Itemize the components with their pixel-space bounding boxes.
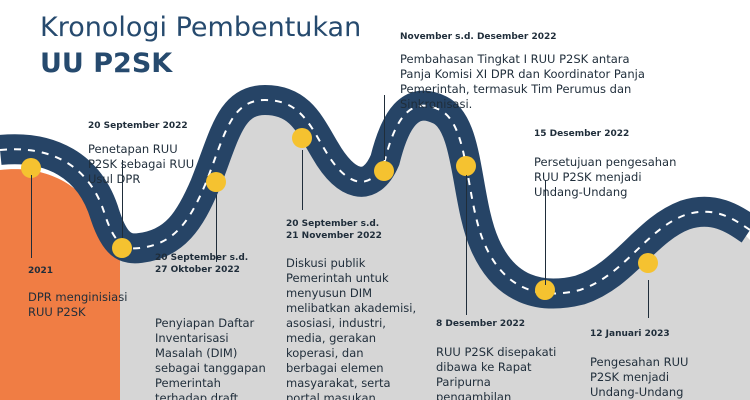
marker-pin-line — [301, 150, 303, 210]
timeline-marker — [374, 161, 394, 181]
event-date: 15 Desember 2022 — [534, 129, 630, 139]
timeline-marker — [535, 280, 555, 300]
ground-area — [120, 107, 750, 400]
timeline-marker — [638, 253, 658, 273]
page-subtitle: UU P2SK — [40, 48, 173, 79]
event-date: 8 Desember 2022 — [436, 319, 525, 329]
event-date: 20 September s.d.21 November 2022 — [286, 219, 382, 241]
timeline-marker — [206, 172, 226, 192]
timeline-marker — [456, 156, 476, 176]
timeline-marker — [292, 128, 312, 148]
page-title: Kronologi Pembentukan — [40, 12, 362, 43]
event-date: November s.d. Desember 2022 — [400, 32, 557, 42]
marker-pin-line — [30, 175, 32, 258]
event-date: 2021 — [28, 266, 54, 276]
marker-pin-line — [121, 160, 123, 238]
first-segment-area — [0, 169, 120, 400]
marker-pin-line — [383, 95, 385, 160]
event-date: 20 September s.d.27 Oktober 2022 — [155, 253, 249, 275]
event-date: 12 Januari 2023 — [590, 329, 670, 339]
marker-pin-line — [215, 195, 217, 262]
road-dashes — [0, 98, 750, 295]
timeline-marker — [21, 158, 41, 178]
marker-pin-line — [465, 175, 467, 315]
marker-pin-line — [544, 180, 546, 285]
timeline-marker — [112, 238, 132, 258]
marker-pin-line — [647, 280, 649, 318]
marker-group — [21, 128, 658, 300]
event-date: 20 September 2022 — [88, 121, 188, 131]
